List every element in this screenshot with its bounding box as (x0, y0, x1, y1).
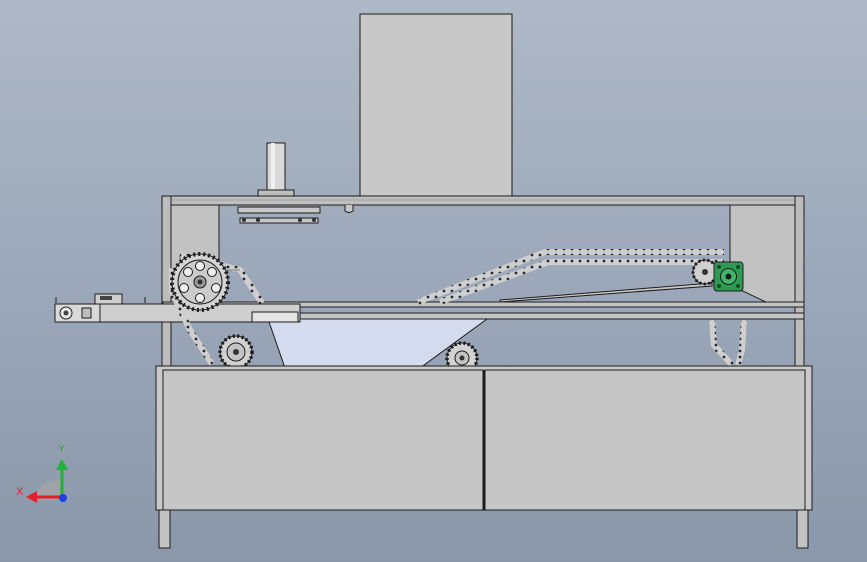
top-bracket (237, 205, 354, 224)
y-axis-label: Y (58, 443, 66, 455)
frame-post-right (794, 195, 805, 369)
extension-arm (54, 293, 301, 323)
lower-cabinet (155, 365, 813, 511)
drive-chain-upper (416, 249, 724, 305)
right-sprocket (691, 258, 719, 286)
axis-triad (26, 459, 68, 503)
hopper-box (359, 13, 513, 197)
top-cylinder (257, 142, 295, 197)
small-sprocket-left (218, 334, 254, 370)
drive-chain-lower (709, 319, 747, 368)
flange-bearing (713, 261, 744, 292)
incline-plate (499, 282, 713, 303)
leg-left (158, 509, 171, 549)
x-axis-label: X (16, 486, 24, 498)
top-rail (162, 195, 805, 206)
large-sprocket (170, 252, 230, 312)
leg-right (796, 509, 809, 549)
